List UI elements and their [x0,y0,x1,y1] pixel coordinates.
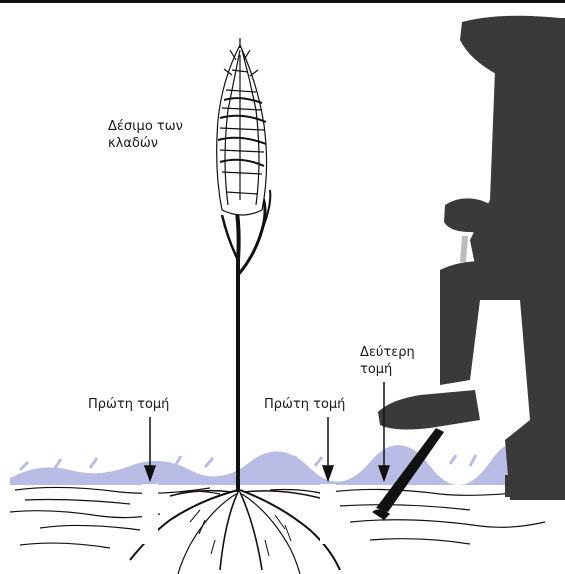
bound-crown [217,38,267,215]
plant-roots [130,490,340,574]
label-first-cut-left: Πρώτη τομή [88,396,169,413]
grass-band [10,441,555,485]
label-first-cut-right: Πρώτη τομή [264,396,345,413]
label-second-cut-line1: Δεύτερη [360,344,415,361]
label-second-cut-line2: τομή [360,361,392,378]
label-tie-branches-line2: κλαδών [108,135,158,152]
person-silhouette [378,16,565,500]
label-tie-branches-line1: Δέσιμο των [108,118,183,135]
plant-stem [222,190,270,492]
